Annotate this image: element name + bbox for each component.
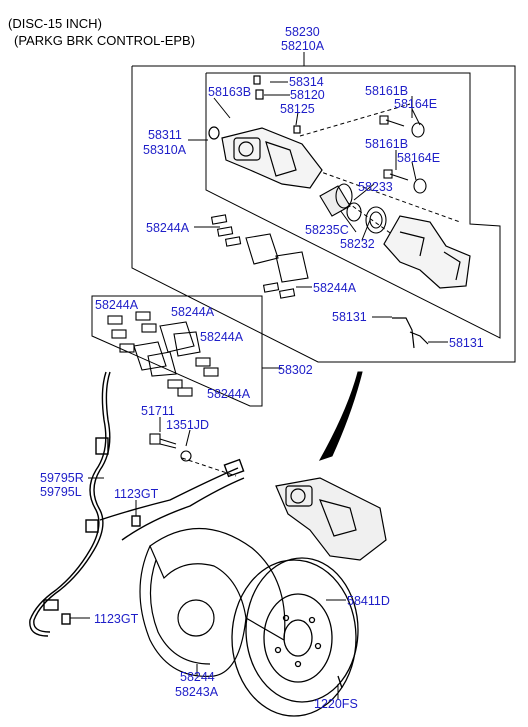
- part-label-58302[interactable]: 58302: [278, 363, 313, 377]
- leader-lines: [70, 52, 448, 700]
- part-label-51711[interactable]: 51711: [141, 404, 175, 418]
- diagram-title-line2: (PARKG BRK CONTROL-EPB): [14, 33, 196, 48]
- part-label-58244A-3[interactable]: 58244A: [95, 298, 139, 312]
- wheel-speed-sensor-cable: [29, 371, 245, 637]
- caliper-body-upper: [208, 75, 323, 189]
- part-label-58243A[interactable]: 58243A: [175, 685, 219, 699]
- part-label-58244A-1[interactable]: 58244A: [146, 221, 190, 235]
- brake-disc: [231, 557, 359, 717]
- part-label-58244A-5[interactable]: 58244A: [200, 330, 244, 344]
- guide-pin-bolts: [379, 115, 427, 194]
- caliper-assembled: [275, 477, 387, 561]
- pad-kit-contents: [107, 311, 219, 397]
- part-label-58311[interactable]: 58311: [148, 128, 182, 142]
- part-label-58125[interactable]: 58125: [280, 102, 315, 116]
- dust-shield: [139, 527, 286, 677]
- part-label-58244A-6[interactable]: 58244A: [207, 387, 251, 401]
- assembly-box-58230: [131, 65, 516, 363]
- assembly-box-58311: [205, 72, 501, 339]
- part-label-58131-lower[interactable]: 58131: [449, 336, 484, 350]
- part-label-58210A[interactable]: 58210A: [281, 39, 325, 53]
- part-label-58244A-2[interactable]: 58244A: [313, 281, 357, 295]
- part-label-58235C[interactable]: 58235C: [305, 223, 349, 237]
- part-label-1220FS[interactable]: 1220FS: [314, 697, 358, 711]
- carrier-bracket: [383, 215, 471, 289]
- part-label-58230[interactable]: 58230: [285, 25, 320, 39]
- part-label-59795R[interactable]: 59795R: [40, 471, 84, 485]
- part-label-58164E-lower[interactable]: 58164E: [397, 151, 441, 165]
- part-label-58244A-4[interactable]: 58244A: [171, 305, 215, 319]
- part-label-1123GT-upper[interactable]: 1123GT: [114, 487, 159, 501]
- piston-seal-set: [319, 183, 387, 234]
- part-label-58232[interactable]: 58232: [340, 237, 375, 251]
- part-label-58314[interactable]: 58314: [289, 75, 324, 89]
- brake-pads-assembly: [210, 214, 309, 299]
- assembly-arrow: [318, 371, 363, 461]
- part-label-58131-upper[interactable]: 58131: [332, 310, 367, 324]
- part-label-1123GT-lower[interactable]: 1123GT: [94, 612, 139, 626]
- pad-kit-box-58302: [91, 295, 263, 407]
- part-label-58161B-upper[interactable]: 58161B: [365, 84, 409, 98]
- part-label-58161B-lower[interactable]: 58161B: [365, 137, 409, 151]
- part-label-58310A[interactable]: 58310A: [143, 143, 187, 157]
- part-label-58411D[interactable]: 58411D: [347, 594, 390, 608]
- diagram-title-line1: (DISC-15 INCH): [8, 16, 102, 31]
- part-label-58120[interactable]: 58120: [290, 88, 325, 102]
- part-label-58163B[interactable]: 58163B: [208, 85, 252, 99]
- part-label-1351JD[interactable]: 1351JD: [166, 418, 210, 432]
- part-label-58244[interactable]: 58244: [180, 670, 215, 684]
- part-label-58164E-upper[interactable]: 58164E: [394, 97, 438, 111]
- part-label-58233[interactable]: 58233: [358, 180, 393, 194]
- bolt-washer: [149, 433, 192, 462]
- wear-sensors: [392, 317, 429, 349]
- part-label-59795L[interactable]: 59795L: [40, 485, 82, 499]
